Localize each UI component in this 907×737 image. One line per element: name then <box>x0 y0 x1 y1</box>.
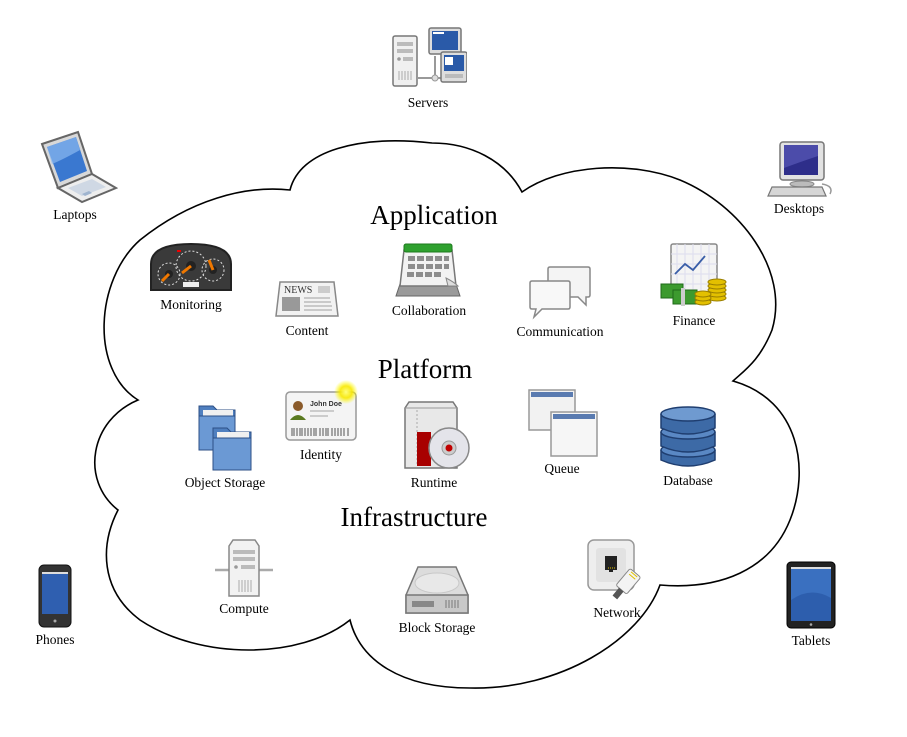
component-finance[interactable]: Finance <box>658 240 730 329</box>
component-communication[interactable]: Communication <box>505 265 615 340</box>
smartphone-icon <box>38 564 72 628</box>
component-queue[interactable]: Queue <box>524 388 600 477</box>
component-label: Finance <box>672 313 716 328</box>
component-collaboration[interactable]: Collaboration <box>386 242 472 319</box>
client-laptops[interactable]: Laptops <box>30 130 120 223</box>
layer-title-application: Application <box>370 200 498 230</box>
component-monitoring[interactable]: Monitoring <box>146 240 236 313</box>
component-label: Content <box>285 323 329 338</box>
client-label: Tablets <box>791 633 831 648</box>
dashboard-gauge-icon <box>150 242 232 291</box>
component-label: Monitoring <box>160 297 222 312</box>
component-block-storage[interactable]: Block Storage <box>390 565 484 636</box>
component-label: Object Storage <box>184 475 266 490</box>
desktop-computer-icon <box>767 141 832 197</box>
client-label: Servers <box>407 95 449 110</box>
laptop-icon <box>40 130 118 204</box>
ethernet-port-icon <box>587 539 641 600</box>
id-card-icon: John Doe <box>285 380 358 441</box>
component-compute[interactable]: Compute <box>208 538 280 617</box>
component-label: Compute <box>219 601 269 616</box>
component-identity[interactable]: John Doe Identity <box>278 380 364 463</box>
news-masthead: NEWS <box>284 285 312 296</box>
component-object-storage[interactable]: Object Storage <box>176 402 274 491</box>
component-content[interactable]: NEWS Content <box>272 278 342 339</box>
client-tablets[interactable]: Tablets <box>780 560 842 649</box>
database-icon <box>660 406 716 467</box>
layer-title-platform: Platform <box>377 354 473 384</box>
newspaper-icon: NEWS <box>275 281 339 317</box>
folders-icon <box>198 405 252 471</box>
component-label: Network <box>593 605 641 620</box>
component-label: Communication <box>516 324 604 339</box>
tablet-icon <box>786 561 836 629</box>
hard-drive-icon <box>405 566 469 614</box>
server-tower-icon <box>215 539 273 597</box>
component-label: Block Storage <box>398 620 476 635</box>
calendar-icon <box>395 243 461 297</box>
component-label: Database <box>663 473 713 488</box>
component-label: Identity <box>300 447 342 462</box>
servers-network-icon <box>392 27 467 87</box>
client-label: Desktops <box>773 201 825 216</box>
client-label: Laptops <box>53 207 97 222</box>
component-label: Collaboration <box>391 303 467 318</box>
client-servers[interactable]: Servers <box>386 26 470 111</box>
software-package-icon <box>404 401 470 469</box>
component-database[interactable]: Database <box>656 404 720 489</box>
stacked-windows-icon <box>528 389 598 457</box>
money-chart-icon <box>660 243 727 306</box>
client-desktops[interactable]: Desktops <box>756 140 842 217</box>
client-label: Phones <box>35 632 75 647</box>
layer-title-infrastructure: Infrastructure <box>340 502 488 532</box>
component-label: Queue <box>544 461 580 476</box>
component-runtime[interactable]: Runtime <box>394 400 474 491</box>
component-label: Runtime <box>410 475 458 490</box>
component-network[interactable]: Network <box>582 538 652 621</box>
id-card-name: John Doe <box>310 401 342 408</box>
speech-bubbles-icon <box>529 266 591 320</box>
client-phones[interactable]: Phones <box>24 563 86 648</box>
